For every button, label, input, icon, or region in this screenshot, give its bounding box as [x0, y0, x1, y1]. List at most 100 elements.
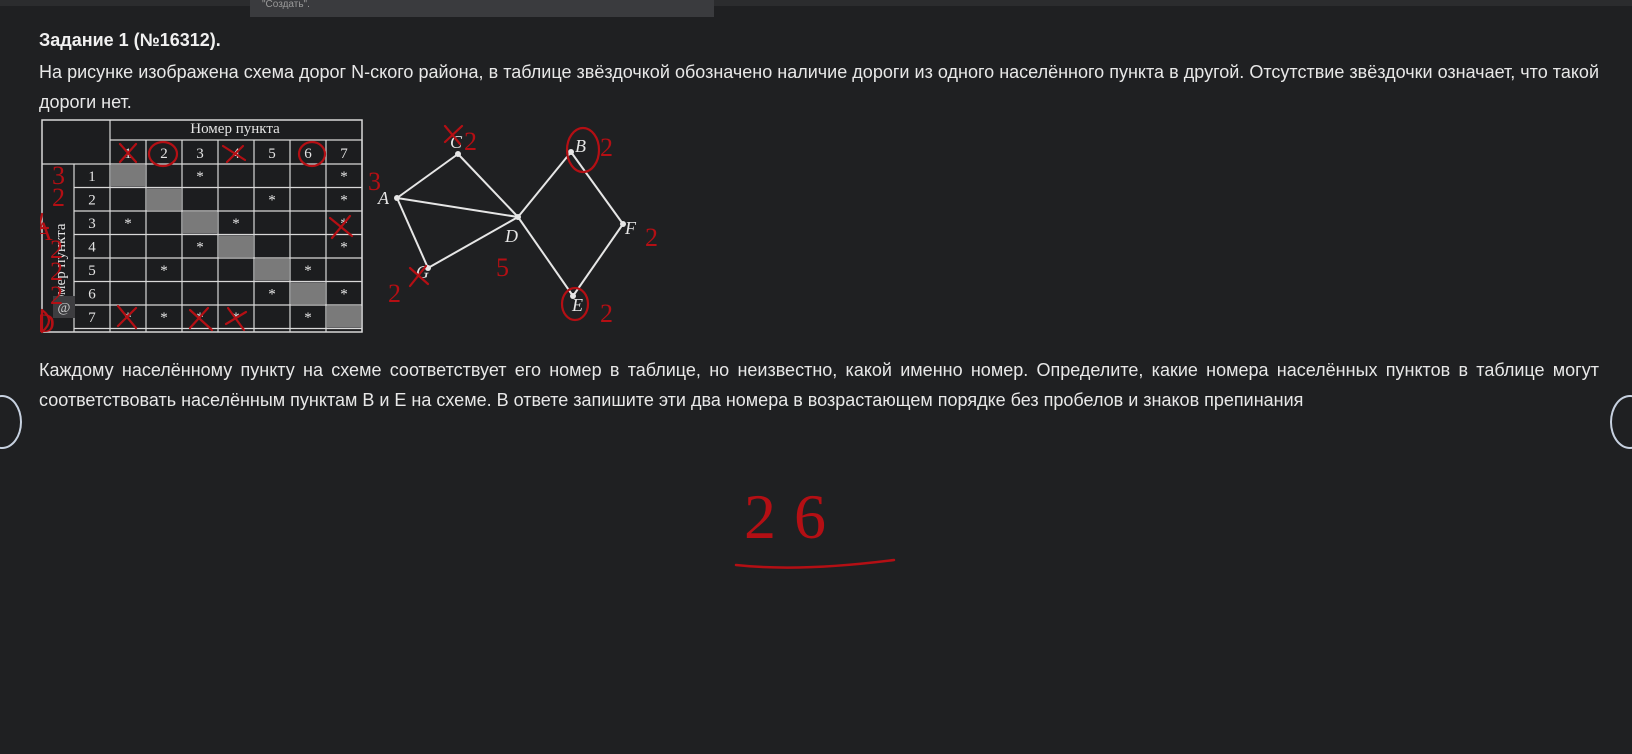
- label-d: D: [504, 226, 518, 246]
- node-d: [515, 214, 521, 220]
- edge-a-g: [396, 197, 429, 269]
- table-star: *: [340, 287, 348, 303]
- node-mark-c: 2: [464, 127, 477, 156]
- col-number: 7: [340, 146, 348, 162]
- edge-c-d: [457, 153, 519, 218]
- table-star: *: [268, 193, 276, 209]
- task-intro: На рисунке изображена схема дорог N-ског…: [39, 62, 1599, 112]
- diagonal-cell: [111, 165, 145, 187]
- table-row-header: Номер пункта: [53, 223, 69, 313]
- node-mark-e: 2: [600, 299, 613, 328]
- diagonal-cell: [147, 188, 181, 210]
- table-star: *: [196, 240, 204, 256]
- node-mark-g: 2: [388, 279, 401, 308]
- handwritten-marks: [36, 124, 601, 334]
- circle-col-6: [297, 140, 327, 168]
- label-a: A: [377, 188, 390, 208]
- table-star: *: [304, 263, 312, 279]
- answer-svg: 26: [734, 481, 896, 569]
- diagonal-cell: [183, 212, 217, 234]
- right-edge-circle[interactable]: [1610, 395, 1632, 449]
- row-number: 1: [88, 169, 96, 185]
- edge-d-e: [517, 216, 574, 297]
- row-mark-4: 2: [50, 235, 63, 264]
- row-mark-2: 2: [52, 183, 65, 212]
- table-star: *: [196, 169, 204, 185]
- edge-b-f: [570, 151, 624, 225]
- task-title: Задание 1 (№16312).: [39, 30, 221, 50]
- col-number: 5: [268, 146, 276, 162]
- row-number: 7: [88, 310, 96, 326]
- watermark-badge: [53, 296, 75, 318]
- label-b: B: [575, 136, 586, 156]
- row-number: 2: [88, 193, 96, 209]
- figure-svg: Номер пункта Номер пункта @ 112233445566…: [34, 119, 658, 338]
- diagonal-cell: [255, 259, 289, 281]
- col-number: 6: [304, 146, 312, 162]
- node-mark-b: 2: [600, 133, 613, 162]
- row-number: 3: [88, 216, 96, 232]
- row-number: 5: [88, 263, 96, 279]
- label-f: F: [624, 218, 637, 238]
- cross-col-4: [221, 144, 247, 164]
- edge-f-e: [572, 223, 624, 297]
- table-star: *: [340, 169, 348, 185]
- cross-row7-1: [116, 304, 138, 330]
- tooltip-strip: "Создать".: [250, 0, 714, 17]
- answer-text: 26: [744, 481, 844, 552]
- edge-d-b: [517, 151, 572, 218]
- cross-row7-3: [188, 306, 214, 332]
- label-e: E: [571, 295, 583, 315]
- diagonal-cell: [327, 306, 361, 328]
- node-mark-d: 5: [496, 253, 509, 282]
- answer-underline: [734, 558, 896, 569]
- node-mark-a: 3: [368, 167, 381, 196]
- edge-a-d: [396, 197, 519, 218]
- top-bar: [0, 0, 1632, 6]
- row-number: 6: [88, 287, 96, 303]
- cross-node-g: [408, 264, 430, 288]
- cross-row3-7: [328, 214, 354, 240]
- row-mark-7: D: [40, 309, 55, 338]
- cross-col-1: [118, 142, 138, 164]
- row-mark-6: 2: [50, 281, 63, 310]
- row-mark-1: 3: [52, 161, 65, 190]
- col-number: 2: [160, 146, 168, 162]
- table-star: *: [232, 216, 240, 232]
- table-star: *: [160, 263, 168, 279]
- table-star: *: [304, 310, 312, 326]
- table-star: *: [268, 287, 276, 303]
- circle-node-e: [560, 286, 590, 322]
- task-question: Каждому населённому пункту на схеме соот…: [39, 360, 1599, 410]
- left-edge-circle[interactable]: [0, 395, 22, 449]
- diagonal-cell: [219, 235, 253, 257]
- circle-node-b: [565, 126, 601, 174]
- node-c: [455, 151, 461, 157]
- edge-g-d: [427, 216, 519, 269]
- table-star: *: [160, 310, 168, 326]
- margin-mark-d: [40, 308, 51, 334]
- table-star: *: [340, 193, 348, 209]
- table-star: *: [340, 240, 348, 256]
- cross-node-c: [443, 124, 464, 146]
- watermark-symbol: @: [58, 301, 71, 316]
- col-number: 3: [196, 146, 204, 162]
- handwritten-answer: 26: [730, 480, 900, 580]
- node-b: [568, 149, 574, 155]
- node-a: [394, 195, 400, 201]
- node-f: [620, 221, 626, 227]
- table-grid: [42, 120, 363, 332]
- node-mark-f: 2: [645, 223, 658, 252]
- diagonal-cell: [291, 282, 325, 304]
- table-col-header: Номер пункта: [190, 121, 280, 137]
- row-number: 4: [88, 240, 96, 256]
- row-mark-5: 2: [50, 257, 63, 286]
- table-star: *: [124, 216, 132, 232]
- cross-row7-4: [224, 306, 248, 332]
- graph-edges: [396, 151, 624, 297]
- node-e: [570, 293, 576, 299]
- circle-col-2: [147, 140, 179, 168]
- edge-a-c: [396, 153, 459, 199]
